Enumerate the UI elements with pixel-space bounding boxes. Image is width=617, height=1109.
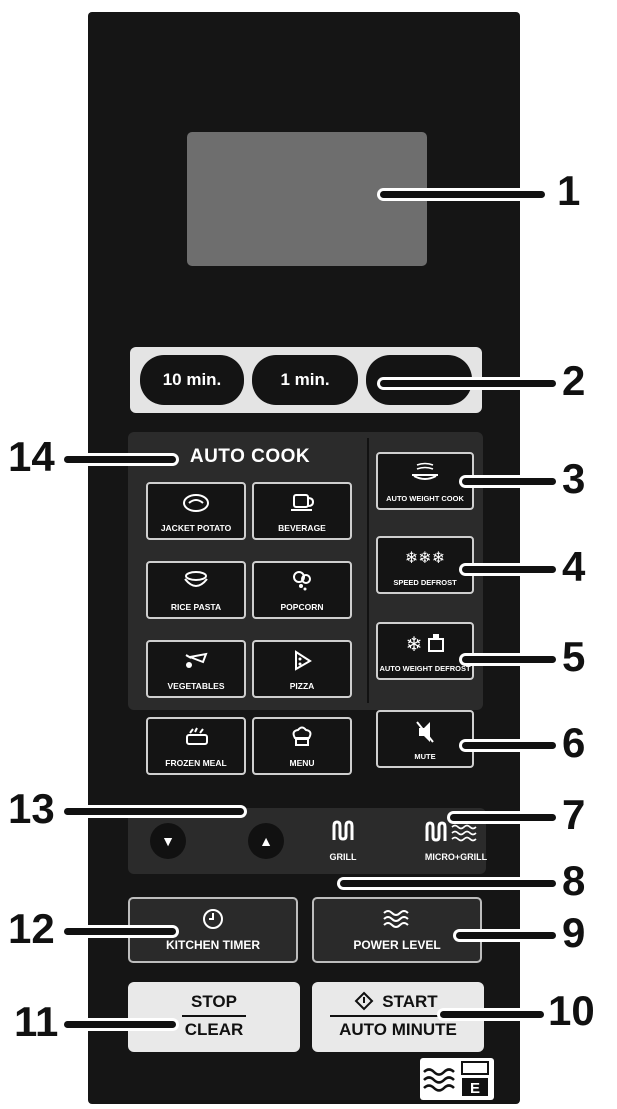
power-level-label: POWER LEVEL [353, 938, 441, 952]
leader-line-5 [462, 656, 556, 663]
popcorn-label: POPCORN [280, 602, 324, 612]
display-window [187, 132, 427, 266]
leader-line-6 [462, 742, 556, 749]
pizza-button[interactable]: PIZZA [252, 640, 352, 698]
kitchen-timer-label: KITCHEN TIMER [166, 938, 260, 952]
callout-5: 5 [562, 633, 586, 680]
cup-icon [291, 494, 315, 511]
rice-pasta-button[interactable]: RICE PASTA [146, 561, 246, 619]
leader-line-10 [440, 1011, 544, 1018]
speed-defrost-button[interactable]: ❄❄❄ SPEED DEFROST [376, 536, 474, 594]
vegetable-icon [185, 652, 208, 668]
bowl-icon [184, 571, 208, 587]
leader-line-2 [380, 380, 556, 387]
leader-line-3 [462, 478, 556, 485]
popcorn-icon [293, 571, 311, 591]
badge-letter: E [470, 1080, 480, 1097]
leader-line-8 [340, 880, 556, 887]
callout-11: 11 [14, 998, 59, 1045]
leader-line-4 [462, 566, 556, 573]
callout-12: 12 [8, 905, 55, 952]
callout-7: 7 [562, 791, 586, 838]
speed-defrost-label: SPEED DEFROST [393, 578, 457, 587]
grill-icon [332, 820, 354, 841]
auto-weight-cook-label: AUTO WEIGHT COOK [386, 494, 464, 503]
auto-cook-title: AUTO COOK [189, 446, 311, 467]
leader-line-12 [64, 928, 176, 935]
leader-line-7 [450, 814, 556, 821]
microwave-class-badge: E [420, 1058, 494, 1100]
microwave-symbol-icon: E [423, 1061, 489, 1097]
beverage-label: BEVERAGE [278, 523, 326, 533]
callout-14: 14 [8, 433, 55, 480]
leader-line-14 [64, 456, 176, 463]
start-divider [330, 1015, 466, 1017]
callout-3: 3 [562, 455, 586, 502]
start-diamond-icon [354, 991, 374, 1011]
clock-icon [203, 909, 223, 929]
start-label: START [382, 992, 438, 1011]
potato-icon [183, 494, 209, 512]
popcorn-button[interactable]: POPCORN [252, 561, 352, 619]
menu-label: MENU [289, 758, 315, 768]
callout-4: 4 [562, 543, 586, 590]
ten-min-button[interactable]: 10 min. [140, 355, 244, 405]
stop-clear-divider [182, 1015, 246, 1017]
chef-hat-icon [292, 726, 312, 746]
menu-button[interactable]: MENU [252, 717, 352, 775]
jacket-potato-button[interactable]: JACKET POTATO [146, 482, 246, 540]
callout-1: 1 [557, 167, 581, 214]
one-min-button[interactable]: 1 min. [252, 355, 358, 405]
micro-grill-label: MICRO+GRILL [424, 852, 488, 862]
callout-13: 13 [8, 785, 55, 832]
stop-label: STOP [191, 992, 237, 1011]
steaming-pot-icon [412, 462, 438, 480]
leader-line-11 [64, 1021, 176, 1028]
mute-button[interactable]: MUTE [376, 710, 474, 768]
callout-2: 2 [562, 357, 586, 404]
jacket-potato-label: JACKET POTATO [160, 523, 232, 533]
vegetables-label: VEGETABLES [167, 681, 225, 691]
callout-9: 9 [562, 909, 586, 956]
mute-label: MUTE [414, 752, 436, 761]
callout-10: 10 [548, 987, 595, 1034]
leader-line-13 [64, 808, 244, 815]
auto-weight-defrost-label: AUTO WEIGHT DEFROST [379, 664, 471, 673]
panel-divider [367, 438, 369, 703]
frozen-meal-button[interactable]: FROZEN MEAL [146, 717, 246, 775]
frozen-meal-label: FROZEN MEAL [165, 758, 227, 768]
auto-weight-defrost-button[interactable]: ❄ AUTO WEIGHT DEFROST [376, 622, 474, 680]
snowflakes-icon: ❄❄❄ [405, 548, 445, 567]
leader-line-1 [380, 191, 545, 198]
pizza-icon [295, 650, 312, 671]
frozen-meal-icon [186, 727, 208, 745]
auto-weight-cook-button[interactable]: AUTO WEIGHT COOK [376, 452, 474, 510]
stop-clear-button[interactable]: STOP CLEAR [128, 982, 300, 1052]
up-arrow-button[interactable]: ▲ [248, 823, 284, 859]
svg-text:❄❄❄: ❄❄❄ [405, 548, 445, 567]
svg-text:❄: ❄ [406, 632, 423, 656]
mute-icon [416, 721, 434, 743]
defrost-weight-icon: ❄ [406, 632, 444, 656]
beverage-button[interactable]: BEVERAGE [252, 482, 352, 540]
leader-line-9 [456, 932, 556, 939]
callout-6: 6 [562, 719, 586, 766]
clear-label: CLEAR [184, 1020, 244, 1039]
micro-grill-icon [425, 821, 477, 842]
pizza-label: PIZZA [289, 681, 315, 691]
auto-minute-label: AUTO MINUTE [339, 1020, 457, 1039]
grill-label: GRILL [329, 852, 357, 862]
vegetables-button[interactable]: VEGETABLES [146, 640, 246, 698]
power-level-button[interactable]: POWER LEVEL [312, 897, 482, 963]
down-arrow-button[interactable]: ▼ [150, 823, 186, 859]
microwave-waves-icon [383, 910, 409, 928]
callout-8: 8 [562, 857, 586, 904]
rice-pasta-label: RICE PASTA [170, 602, 222, 612]
